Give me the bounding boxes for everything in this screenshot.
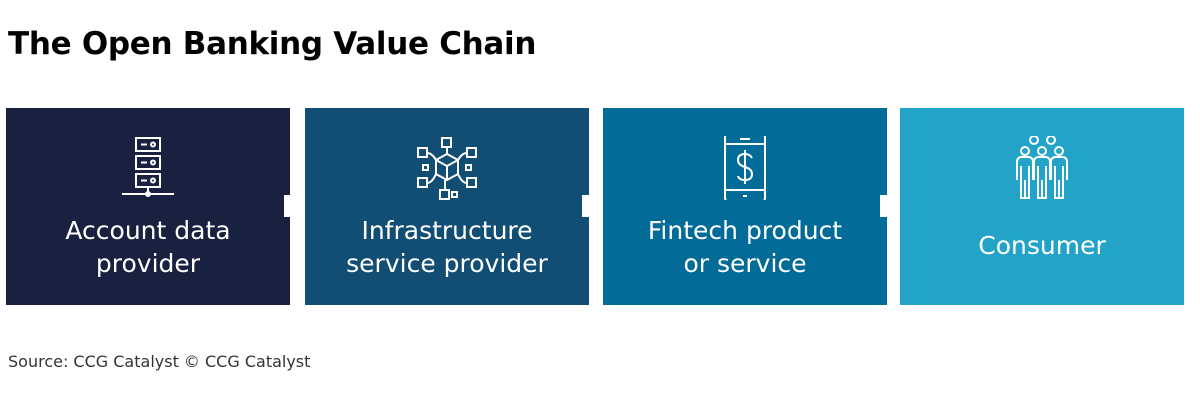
step-account-data-provider: Account data provider: [6, 108, 290, 305]
step-infrastructure-service-provider: Infrastructure service provider: [305, 108, 589, 305]
source-note: Source: CCG Catalyst © CCG Catalyst: [8, 352, 311, 371]
people-group-icon: [1016, 136, 1068, 199]
step-label: Infrastructure service provider: [305, 214, 589, 280]
step-label-line: provider: [95, 249, 201, 278]
step-label-line: Fintech product: [647, 216, 843, 245]
step-label-line: or service: [683, 249, 807, 278]
network-cube-icon: [417, 137, 477, 200]
step-label: Consumer: [900, 229, 1184, 262]
step-label: Account data provider: [6, 214, 290, 280]
step-label-line: Consumer: [978, 231, 1106, 260]
server-icon: [122, 137, 174, 197]
step-fintech-product-or-service: Fintech product or service: [603, 108, 887, 305]
step-label-line: Infrastructure: [361, 216, 533, 245]
mobile-dollar-icon: [724, 136, 766, 200]
step-label-line: service provider: [346, 249, 548, 278]
step-label: Fintech product or service: [603, 214, 887, 280]
page-title: The Open Banking Value Chain: [8, 26, 537, 62]
step-label-line: Account data: [65, 216, 231, 245]
step-consumer: Consumer: [900, 108, 1184, 305]
